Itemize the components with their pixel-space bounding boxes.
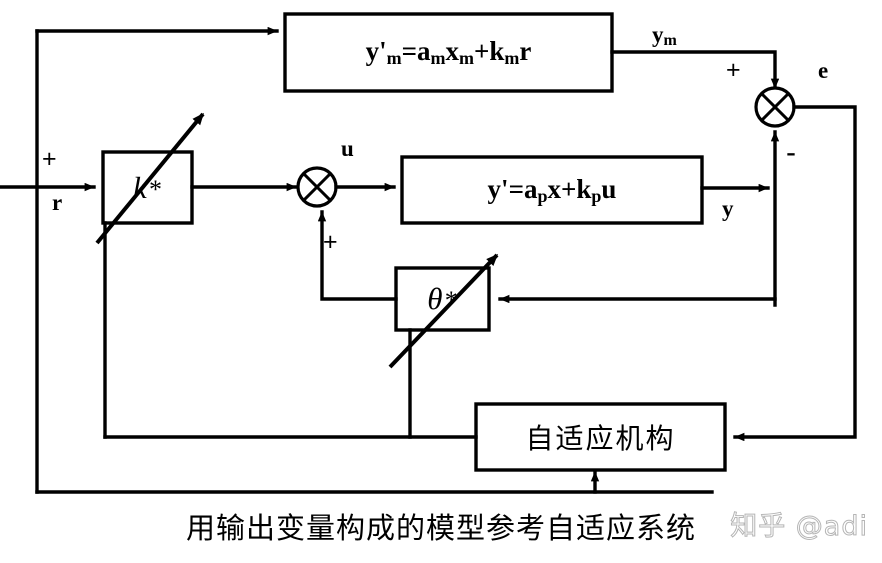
wire-e-to-adaptive [733, 105, 857, 442]
figure-caption: 用输出变量构成的模型参考自适应系统 [185, 511, 696, 545]
signal-label-u: u [341, 136, 354, 161]
gain-k-star-text: k * [133, 169, 162, 205]
signal-label-r: r [52, 190, 63, 215]
reference-model-equation: y'm=amxm+kmr [285, 14, 612, 91]
arrow-k-star-adjust [95, 112, 205, 245]
wire-theta-to-sum [317, 210, 398, 301]
block-gain-k-star [101, 150, 194, 225]
signal-label-ym: ym [652, 22, 677, 49]
sign-sum-input-plus: + [323, 228, 338, 256]
gain-theta-star-label: θ * [396, 268, 489, 330]
arrow-theta-star-adjust [388, 253, 499, 369]
plant-equation: y'=apx+kpu [402, 157, 702, 223]
wires [0, 12, 857, 494]
adaptive-mechanism-label: 自适应机构 [525, 422, 676, 455]
plant-equation-text: y'=apx+kpu [487, 173, 617, 206]
gain-theta-star-text: θ * [427, 281, 458, 316]
sign-input-plus: + [42, 145, 57, 173]
gain-k-star-label: k * [103, 152, 192, 223]
block-plant [400, 155, 704, 225]
adjustable-gain-arrows [95, 112, 499, 369]
block-adaptive-mechanism [474, 402, 727, 472]
sign-error-plus: + [726, 56, 741, 84]
wire-ym-to-error-sum [610, 50, 780, 90]
block-reference-model [283, 12, 614, 93]
signal-label-e: e [818, 58, 829, 83]
signal-label-y: y [722, 196, 734, 221]
reference-model-equation-text: y'm=amxm+kmr [365, 36, 532, 68]
sign-error-minus: - [786, 136, 796, 169]
